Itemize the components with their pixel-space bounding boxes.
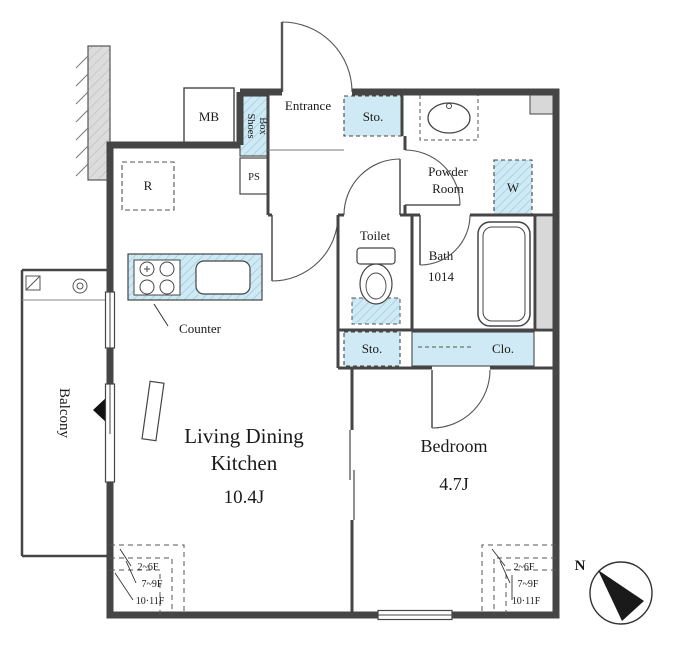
kitchen: R Counter xyxy=(121,161,263,336)
pipe-space-label: PS xyxy=(248,172,260,183)
sliding-partition xyxy=(349,430,355,520)
counter-leader-line xyxy=(153,303,169,327)
floor-variant-leaders-left xyxy=(114,548,137,601)
outer-walls xyxy=(106,88,560,619)
pillar-top-right xyxy=(529,92,557,115)
bath-size-label: 1014 xyxy=(428,269,455,284)
washer-box xyxy=(493,159,533,215)
stove-burners xyxy=(139,261,175,295)
meter-box-label: MB xyxy=(199,109,220,124)
corridor-hatch-ticks xyxy=(75,55,89,177)
balcony-door-marker xyxy=(93,396,108,424)
floor-variant-leaders-right xyxy=(491,548,513,600)
vanity-faucet xyxy=(446,103,452,109)
balcony: Balcony xyxy=(20,268,110,558)
balcony-label: Balcony xyxy=(56,388,72,438)
refrigerator-space xyxy=(121,161,175,211)
storage-mid-label: Sto. xyxy=(362,341,383,356)
floor-note-right-3: 10·11F xyxy=(512,596,541,607)
compass: N xyxy=(575,558,653,625)
bedroom-door-arc xyxy=(431,369,491,429)
ldk-size-label: 10.4J xyxy=(224,487,265,508)
toilet-label: Toilet xyxy=(360,228,391,243)
toilet-tank xyxy=(356,247,396,265)
floor-variants-right: 2~6F 7~9F 10·11F xyxy=(481,544,556,615)
floor-note-left-2: 7~9F xyxy=(142,579,163,590)
floor-note-left-3: 10·11F xyxy=(136,596,165,607)
shoes-box-label-1: Shoes xyxy=(245,113,256,138)
pipe-space-box xyxy=(239,157,269,195)
ldk-label-2: Kitchen xyxy=(211,451,278,475)
meter-box: MB xyxy=(183,87,235,145)
compass-needle xyxy=(598,570,644,621)
bath-room: Bath 1014 xyxy=(428,217,554,328)
floor-variant-rects-right xyxy=(481,544,556,615)
bathtub-inner xyxy=(482,226,526,322)
bedroom-size-label: 4.7J xyxy=(439,474,469,494)
toilet-bowl xyxy=(359,263,393,305)
entrance-door-arc xyxy=(281,21,353,93)
bedroom-label: Bedroom xyxy=(421,436,488,456)
shoes-box-label-2: Box xyxy=(257,117,268,135)
balcony-drain-circle-inner xyxy=(76,282,84,290)
powder-room: Powder Room xyxy=(419,92,557,196)
closet-box xyxy=(411,331,535,367)
entrance-label: Entrance xyxy=(285,98,331,113)
bathtub xyxy=(477,221,531,327)
kitchen-sink xyxy=(195,260,251,295)
pipe-space: PS xyxy=(239,157,269,195)
doors xyxy=(271,21,491,429)
meter-box-outline xyxy=(183,87,235,145)
interior-walls xyxy=(266,92,556,615)
closet-label: Clo. xyxy=(492,341,514,356)
openings xyxy=(104,291,453,621)
bath-door-arc xyxy=(419,214,471,266)
storage-and-fixtures: Shoes Box Sto. W Sto. Clo. xyxy=(239,95,535,367)
toilet-bowl-inner xyxy=(365,272,387,300)
balcony-drain-circle xyxy=(72,278,88,294)
floor-note-right-1: 2~6F xyxy=(514,562,535,573)
floor-note-left-1: 2~6F xyxy=(138,562,159,573)
refrigerator-label: R xyxy=(144,178,153,193)
floor-variants-left: 2~6F 7~9F 10·11F xyxy=(110,544,185,615)
stove xyxy=(133,259,181,296)
washer-label: W xyxy=(507,180,520,195)
ldk-panel xyxy=(141,380,165,442)
balcony-drain-box-diagonal xyxy=(25,275,41,291)
storage-mid-box xyxy=(343,331,401,367)
corridor-wall-block xyxy=(87,45,111,181)
ldk-door-arc xyxy=(271,214,339,282)
balcony-walls xyxy=(20,268,110,558)
ldk-label-1: Living Dining xyxy=(184,424,304,448)
corridor-strip xyxy=(75,45,111,181)
shoes-box xyxy=(239,95,269,157)
toilet-room: Toilet xyxy=(351,228,401,325)
bath-duct-shaft xyxy=(537,217,554,328)
vanity-sink xyxy=(427,102,471,134)
storage-top-box xyxy=(343,95,403,137)
floor-note-right-2: 7~9F xyxy=(518,579,539,590)
compass-north-label: N xyxy=(575,558,586,574)
room-labels: Entrance Living Dining Kitchen 10.4J Bed… xyxy=(184,98,487,508)
storage-top-label: Sto. xyxy=(363,109,384,124)
counter-label: Counter xyxy=(179,321,222,336)
powder-door-arc xyxy=(404,149,461,206)
toilet-door-arc xyxy=(343,158,401,216)
floor-variant-rects-left xyxy=(110,544,185,615)
bath-label: Bath xyxy=(429,248,454,263)
